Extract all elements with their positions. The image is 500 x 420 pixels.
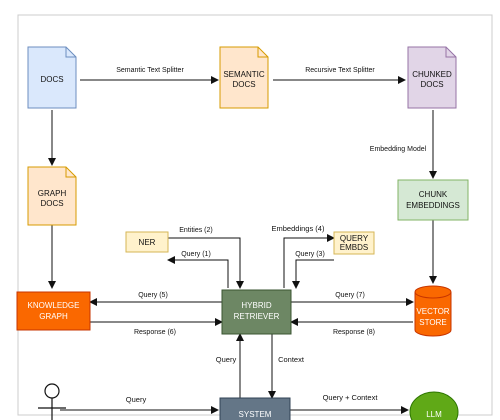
node-query-embds-line2: EMBDS xyxy=(340,243,368,252)
label-query3: Query (3) xyxy=(295,251,325,258)
hybrid-retriever-box xyxy=(221,289,292,335)
edge-labels: Semantic Text Splitter Recursive Text Sp… xyxy=(116,67,426,404)
node-system-label: SYSTEM xyxy=(239,410,272,419)
node-semantic-docs-line1: SEMANTIC xyxy=(223,70,265,79)
document-icon xyxy=(407,46,457,109)
edge-ner-to-retriever xyxy=(168,237,244,289)
label-query-context: Query + Context xyxy=(323,393,379,402)
label-recursive-splitter: Recursive Text Splitter xyxy=(305,67,375,74)
node-docs: DOCS xyxy=(27,46,77,109)
llm-ellipse xyxy=(409,391,459,420)
node-query-embds: QUERY EMBDS xyxy=(333,231,375,255)
label-response8: Response (8) xyxy=(333,329,375,336)
node-knowledge-graph-line2: GRAPH xyxy=(39,312,68,321)
label-embedding-model: Embedding Model xyxy=(370,146,427,153)
node-graph-docs-line2: DOCS xyxy=(40,199,63,208)
ner-box xyxy=(125,231,169,253)
document-icon xyxy=(27,46,77,109)
node-semantic-docs-line2: DOCS xyxy=(232,80,255,89)
chunk-embeddings-box xyxy=(397,179,469,221)
node-hybrid-retriever-line1: HYBRID xyxy=(241,301,271,310)
node-ner-label: NER xyxy=(139,238,156,247)
knowledge-graph-box xyxy=(16,291,91,331)
label-query1: Query (1) xyxy=(181,251,211,258)
vector-store-cylinder-top xyxy=(414,285,452,299)
document-fold xyxy=(257,47,268,58)
node-graph-docs-line1: GRAPH xyxy=(38,189,67,198)
node-ner: NER xyxy=(125,231,169,253)
node-llm-label: LLM xyxy=(426,410,442,419)
vector-store-cylinder-body xyxy=(414,292,452,337)
node-system: SYSTEM xyxy=(219,397,291,420)
node-docs-label: DOCS xyxy=(40,75,63,84)
label-user-query: Query xyxy=(126,395,147,404)
label-query7: Query (7) xyxy=(335,292,365,299)
node-graph-docs: GRAPH DOCS xyxy=(27,166,77,226)
node-chunked-docs-line1: CHUNKED xyxy=(412,70,452,79)
document-fold xyxy=(445,47,456,58)
label-context: Context xyxy=(278,355,305,364)
document-fold xyxy=(65,167,76,178)
document-icon xyxy=(27,166,77,226)
node-vector-store-line1: VECTOR xyxy=(416,307,449,316)
node-semantic-docs: SEMANTIC DOCS xyxy=(219,46,269,109)
label-semantic-splitter: Semantic Text Splitter xyxy=(116,67,184,74)
node-chunked-docs-line2: DOCS xyxy=(420,80,443,89)
user-head xyxy=(44,383,60,399)
query-embds-box xyxy=(333,231,375,255)
node-vector-store-line2: STORE xyxy=(419,318,446,327)
edge-retriever-to-query-embds xyxy=(283,234,335,288)
node-chunked-docs: CHUNKED DOCS xyxy=(407,46,457,109)
edge-retriever-to-ner xyxy=(167,256,229,288)
node-vector-store: VECTOR STORE xyxy=(414,285,452,337)
node-knowledge-graph: KNOWLEDGE GRAPH xyxy=(16,291,91,331)
system-box xyxy=(219,397,291,420)
node-chunk-embeddings-line2: EMBEDDINGS xyxy=(406,201,460,210)
edges xyxy=(48,76,437,414)
node-hybrid-retriever: HYBRID RETRIEVER xyxy=(221,289,292,335)
document-fold xyxy=(65,47,76,58)
label-entities: Entities (2) xyxy=(179,227,212,234)
document-icon xyxy=(219,46,269,109)
node-chunk-embeddings-line1: CHUNK xyxy=(419,190,448,199)
node-query-embds-line1: QUERY xyxy=(340,234,369,243)
label-query-down: Query xyxy=(216,355,237,364)
label-query5: Query (5) xyxy=(138,292,168,299)
user-actor-icon xyxy=(38,383,66,420)
edge-query-embds-to-retriever xyxy=(292,259,334,289)
node-llm: LLM xyxy=(409,391,459,420)
label-response6: Response (6) xyxy=(134,329,176,336)
node-knowledge-graph-line1: KNOWLEDGE xyxy=(27,301,79,310)
node-chunk-embeddings: CHUNK EMBEDDINGS xyxy=(397,179,469,221)
node-hybrid-retriever-line2: RETRIEVER xyxy=(234,312,280,321)
label-embeddings4: Embeddings (4) xyxy=(272,224,325,233)
